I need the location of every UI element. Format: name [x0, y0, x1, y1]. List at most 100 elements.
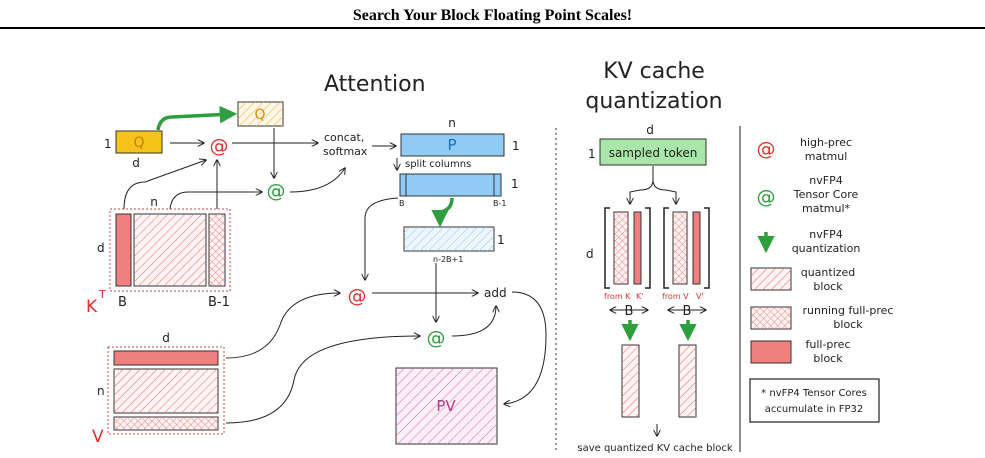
sampled-token-block: [599, 138, 707, 166]
v-dim-d: d: [162, 331, 170, 345]
kv-title-line2: quantization: [585, 89, 722, 114]
kt-name: K: [86, 297, 98, 317]
kv-dim-d-top: d: [646, 123, 654, 137]
k-bracket-left: [604, 207, 610, 289]
v-fullprec-row: [113, 350, 219, 366]
legend-fullprec-swatch: [750, 340, 792, 364]
kt-label-b-1: B-1: [208, 295, 230, 310]
split-label-b-1: B-1: [493, 199, 506, 208]
legend-nvfp4-line1: nvFP4: [809, 174, 842, 187]
v-frame: [107, 346, 225, 435]
v-quantized-hatch: [114, 369, 218, 413]
mid-quantized-hatch: [404, 227, 494, 251]
q-dim-cols: d: [132, 156, 140, 170]
p-block-label: P: [447, 136, 456, 154]
mid-label: n-2B+1: [433, 255, 463, 264]
legend-quantized-line1: quantized: [801, 266, 856, 279]
k-b-label: B: [625, 304, 634, 319]
kv-dim-d-left: d: [586, 247, 594, 261]
arrow-nvfp4-to-concat: [289, 168, 345, 193]
arrow-pv2-to-add: [451, 306, 496, 337]
legend-highprec-line2: matmul: [805, 150, 848, 163]
v-bracket-right: [704, 207, 710, 289]
legend-running-line1: running full-prec: [803, 304, 894, 317]
pv-block-label: PV: [436, 397, 456, 415]
arrow-kt-left-to-highprec: [123, 160, 206, 210]
split-label-b: B: [399, 199, 405, 208]
from-v-label: from V: [662, 292, 689, 301]
legend-nvfp4-line3: matmul*: [802, 202, 851, 215]
q-block: [115, 130, 163, 154]
legend-nvfp4-line2: Tensor Core: [793, 188, 859, 201]
kt-dim-n: n: [150, 195, 158, 209]
arrow-v-to-pv1: [225, 293, 340, 359]
highprec-matmul-qk: @: [210, 135, 229, 157]
q-quantize-arrow: [156, 105, 238, 131]
q-quantized-label: Q: [254, 107, 265, 123]
sampled-token-label: sampled token: [609, 146, 698, 160]
p-dim-1: 1: [512, 139, 520, 153]
page-title: Search Your Block Floating Point Scales!: [352, 7, 633, 24]
legend-running-line2: block: [833, 318, 863, 331]
legend-quantized-hatch: [751, 268, 791, 290]
k-new-column: [633, 211, 642, 285]
split-middle: [405, 173, 495, 197]
k-saved-hatch: [622, 345, 639, 417]
legend-highprec-symbol: @: [757, 138, 776, 160]
v-saved-hatch: [679, 345, 696, 417]
arrow-token-split-right: [652, 179, 676, 204]
concat-label-line1: concat,: [324, 131, 364, 144]
legend-fullprec-line2: block: [813, 352, 843, 365]
p-block: [400, 133, 505, 157]
legend-note-line2: accumulate in FP32: [765, 404, 864, 415]
add-label: add: [484, 286, 507, 300]
split-columns-label: split columns: [405, 159, 471, 170]
highprec-matmul-pv: @: [348, 285, 367, 307]
v-name: V: [92, 427, 104, 447]
split-dim-1: 1: [511, 177, 519, 191]
arrow-add-to-pv: [504, 291, 547, 404]
v-quantized-hatch-kv: [673, 212, 687, 284]
arrow-kt-to-nvfp4: [169, 192, 262, 210]
arrow-split-to-pv1: [365, 197, 399, 280]
split-right-col: [493, 173, 502, 197]
v-running-hatch: [114, 417, 218, 430]
nvfp4-matmul-qk: @: [267, 180, 286, 202]
save-label: save quantized KV cache block: [577, 443, 732, 454]
kt-fullprec-col: [115, 213, 132, 287]
v-dim-n: n: [97, 384, 105, 398]
q-quantized-hatch: [238, 102, 283, 126]
legend-fullprec-line1: full-prec: [805, 338, 850, 351]
legend-quant-line1: nvFP4: [809, 228, 842, 241]
pv-block-hatch: [396, 368, 497, 444]
v-new-column: [692, 211, 701, 285]
concat-label-line2: softmax: [323, 145, 368, 158]
legend-note-box: [749, 378, 880, 423]
legend-running-hatch: [751, 307, 791, 329]
v-bracket-left: [663, 207, 669, 289]
k-quantized-hatch: [614, 212, 628, 284]
kt-running-hatch: [209, 214, 225, 286]
kv-title-line1: KV cache: [603, 59, 705, 84]
legend-quant-line2: quantization: [792, 242, 861, 255]
q-dim-rows: 1: [104, 137, 112, 151]
k-bracket-right: [645, 207, 651, 289]
mid-dim-1: 1: [497, 233, 505, 247]
arrow-token-split: [630, 166, 654, 204]
page-header: Search Your Block Floating Point Scales!: [0, 0, 985, 34]
p-dim-n: n: [448, 116, 456, 130]
from-k-label: from K: [604, 292, 631, 301]
split-left-col: [399, 173, 407, 197]
nvfp4-matmul-pv: @: [427, 327, 446, 349]
arrow-v-to-pv2: [225, 336, 420, 424]
kt-label-b: B: [118, 295, 127, 310]
legend-quantized-line2: block: [813, 280, 843, 293]
legend-highprec-line1: high-prec: [800, 136, 852, 149]
quantize-split-arrow: [431, 197, 454, 228]
kt-sup: T: [98, 288, 106, 301]
kt-quantized-hatch: [134, 214, 206, 286]
attention-title: Attention: [324, 72, 426, 97]
legend-note-line1: * nvFP4 Tensor Cores: [761, 388, 867, 399]
v-prime-label: V': [696, 292, 704, 301]
